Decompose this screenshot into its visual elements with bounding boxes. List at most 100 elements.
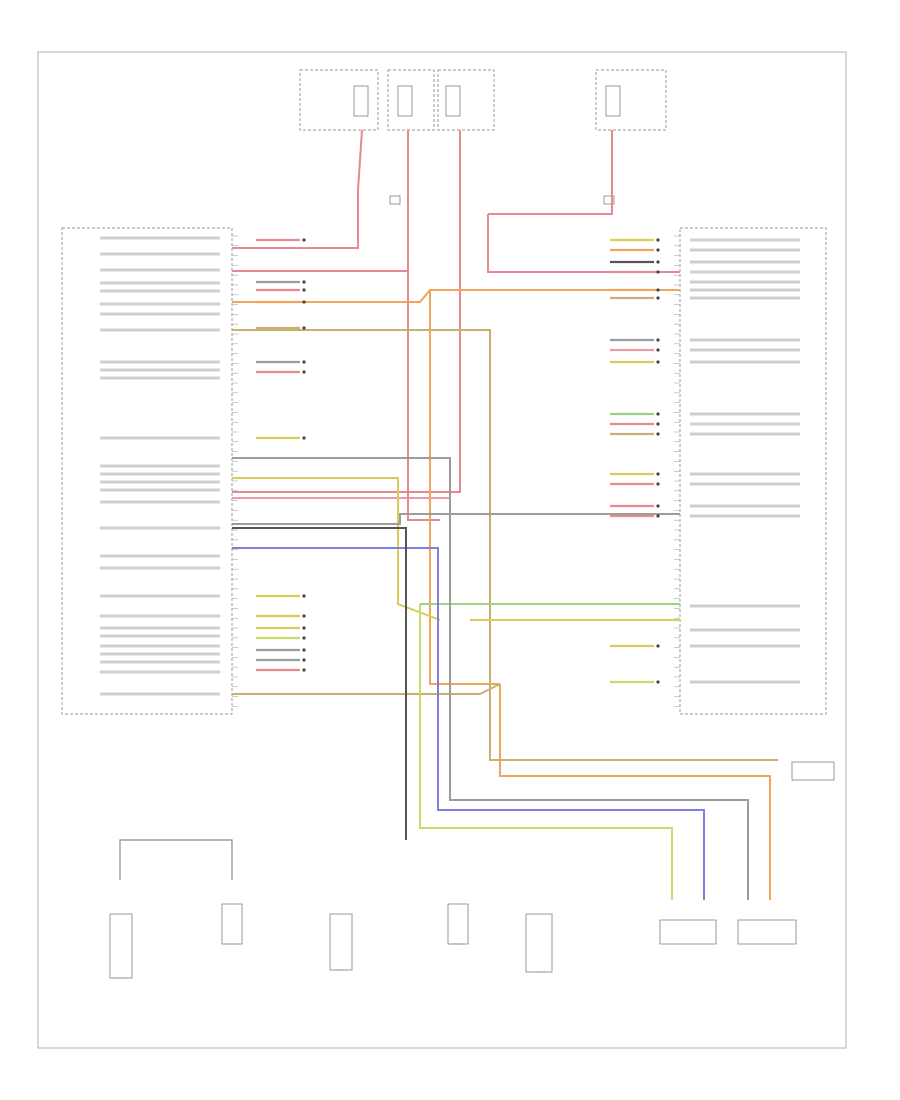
wire-orange-8 (429, 290, 500, 685)
wire-gray-19 (232, 513, 680, 525)
connector-pins (114, 235, 680, 979)
left-pin-label (100, 281, 220, 285)
right-pin-label (690, 270, 800, 274)
splice-dot-icon (302, 326, 306, 330)
splice-dot-icon (302, 238, 306, 242)
right-pin-label (690, 628, 800, 632)
left-pin-label (100, 268, 220, 272)
right-pin-label (690, 338, 800, 342)
right-pin-label (690, 238, 800, 242)
left-pin-label (100, 554, 220, 558)
wire-orange-9 (499, 684, 771, 900)
splice-dot-icon (302, 288, 306, 292)
splice-dot-icon (656, 288, 660, 292)
right-pin-label (690, 296, 800, 300)
left-control-module (61, 227, 233, 715)
right-pin-label (690, 432, 800, 436)
right-pin-label (690, 472, 800, 476)
right-pin-label (690, 482, 800, 486)
left-pin-label (100, 634, 220, 638)
left-pin-label (100, 302, 220, 306)
splice-dot-icon (656, 238, 660, 242)
splice-dot-icon (656, 514, 660, 518)
left-pin-label (100, 566, 220, 570)
splice-dot-icon (302, 668, 306, 672)
splice-dot-icon (656, 504, 660, 508)
right-pin-label (690, 604, 800, 608)
left-pin-label (100, 692, 220, 696)
right-pin-label (690, 348, 800, 352)
wire-red-0 (232, 129, 363, 249)
wire-tan-10 (232, 683, 501, 695)
left-pin-label (100, 670, 220, 674)
right-pin-label (690, 412, 800, 416)
left-pin-label (100, 644, 220, 648)
right-pin-label (690, 422, 800, 426)
wire-red-1 (232, 130, 409, 272)
left-pin-label (100, 252, 220, 256)
left-pin-label (100, 436, 220, 440)
wire-gray-17 (232, 457, 749, 900)
splice-dot-icon (656, 270, 660, 274)
left-pin-label (100, 500, 220, 504)
left-pin-label (100, 594, 220, 598)
wire-tan-11 (232, 329, 778, 761)
right-pin-label (690, 360, 800, 364)
right-pin-label (690, 288, 800, 292)
splice-dot-icon (302, 594, 306, 598)
left-pin-label (100, 328, 220, 332)
splice-dot-icon (302, 658, 306, 662)
wire-yellow-green-14 (419, 604, 673, 900)
splice-dot-icon (302, 360, 306, 364)
left-pin-label (100, 376, 220, 380)
splice-dot-icon (656, 338, 660, 342)
left-pin-label (100, 472, 220, 476)
splice-dot-icon (302, 370, 306, 374)
wire-orange-7 (232, 289, 680, 303)
right-pin-label (690, 260, 800, 264)
left-pin-label (100, 360, 220, 364)
left-pin-label (100, 488, 220, 492)
splice-dot-icon (302, 280, 306, 284)
wire-red-4 (488, 130, 613, 215)
right-control-module (679, 227, 827, 715)
right-pin-label (690, 280, 800, 284)
circuit-labels (100, 236, 800, 696)
wire-pink-6 (232, 497, 451, 520)
left-pin-label (100, 660, 220, 664)
top-fuse-blocks (299, 69, 667, 205)
wire-runs (232, 129, 778, 900)
left-pin-label (100, 368, 220, 372)
left-pin-label (100, 480, 220, 484)
splice-dot-icon (302, 626, 306, 630)
wire-red-3 (232, 130, 461, 493)
splice-dot-icon (656, 472, 660, 476)
left-pin-label (100, 289, 220, 293)
left-pin-label (100, 464, 220, 468)
splice-dot-icon (656, 644, 660, 648)
diagram-frame (37, 51, 847, 1049)
wire-blue-16 (232, 547, 705, 900)
right-pin-label (690, 504, 800, 508)
splice-dot-icon (302, 300, 306, 304)
splice-dot-icon (656, 432, 660, 436)
splice-dot-icon (656, 296, 660, 300)
wire-dark-18 (232, 527, 407, 840)
left-pin-label (100, 312, 220, 316)
splice-dot-icon (302, 648, 306, 652)
splice-dot-icon (656, 348, 660, 352)
splice-dot-icon (656, 412, 660, 416)
splice-dot-icon (656, 680, 660, 684)
splice-dot-icon (302, 436, 306, 440)
splice-dot-icon (656, 248, 660, 252)
splice-dot-icon (302, 614, 306, 618)
left-pin-label (100, 626, 220, 630)
wire-red-5 (487, 214, 680, 273)
left-pin-label (100, 652, 220, 656)
right-pin-label (690, 514, 800, 518)
splice-dot-icon (656, 360, 660, 364)
splice-dot-icon (302, 636, 306, 640)
left-pin-label (100, 526, 220, 530)
bottom-components (109, 761, 835, 979)
